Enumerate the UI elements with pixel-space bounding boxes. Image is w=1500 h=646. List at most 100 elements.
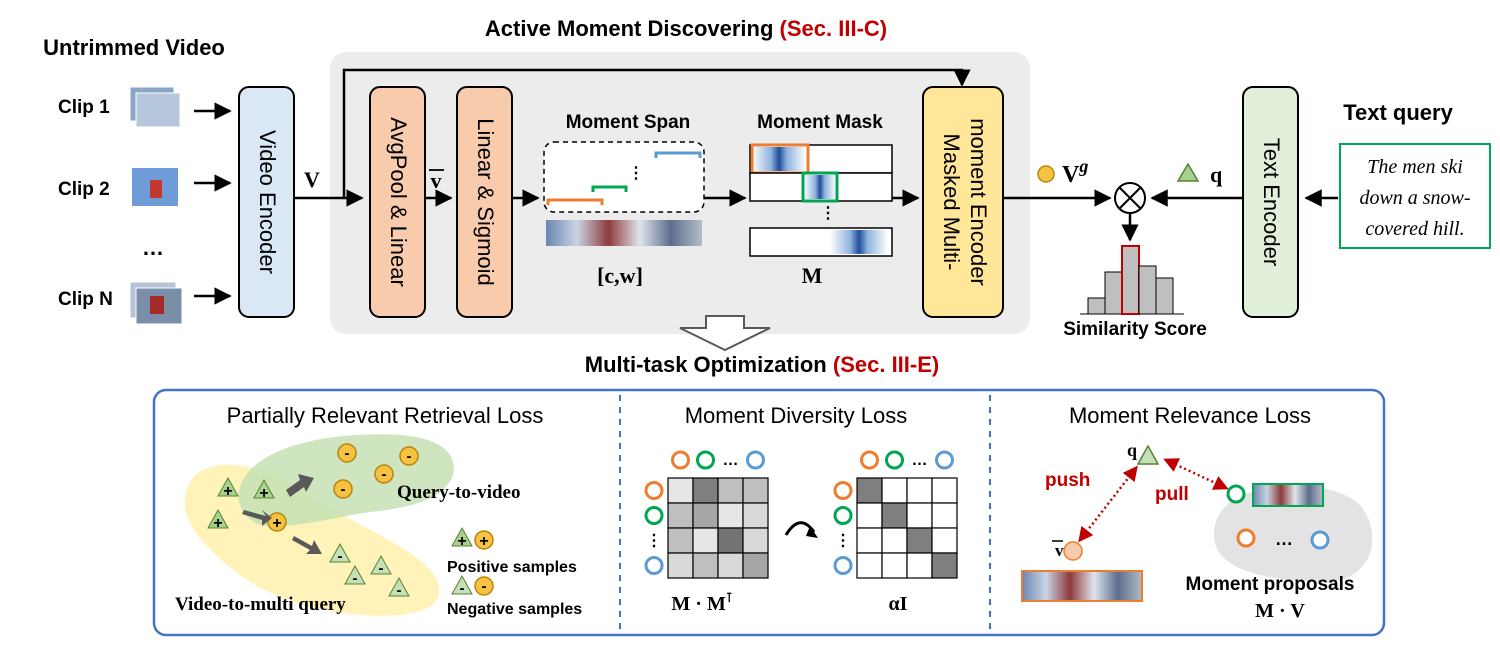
positive-query-icons: + + + <box>207 476 275 532</box>
relevance-loss-title: Moment Relevance Loss <box>1069 403 1311 428</box>
matrix-cell <box>667 527 694 554</box>
legend-negative: - - Negative samples <box>447 574 582 618</box>
symbol-Vg: Vg <box>1062 156 1088 188</box>
matrix-column-dots: … <box>912 452 928 469</box>
proposal-dots: … <box>1275 529 1293 549</box>
down-arrow-icon <box>679 315 771 352</box>
matrix-cell <box>881 527 908 554</box>
masked-encoder-block <box>922 86 1004 318</box>
matrix-cell <box>856 477 883 504</box>
clip-2-skier <box>150 180 162 198</box>
vbar-circle-icon <box>1063 541 1083 561</box>
clip-1: Clip 1 <box>58 86 232 128</box>
video-to-multi-query-label: Video-to-multi query <box>175 594 346 615</box>
matrix-cell <box>906 527 933 554</box>
svg-text:-: - <box>407 448 412 465</box>
span-green <box>591 185 628 192</box>
matrix-column-circle-icon <box>696 450 715 470</box>
vbar-filmstrip <box>1021 570 1143 602</box>
text-encoder-label: Text Encoder <box>1259 138 1284 266</box>
matrix-cell <box>667 477 694 504</box>
text-query-line-3: covered hill. <box>1365 218 1464 240</box>
prr-loss-title: Partially Relevant Retrieval Loss <box>227 403 544 428</box>
top-section-title: Active Moment Discovering (Sec. III-C) <box>485 16 887 41</box>
matrix-cell <box>881 477 908 504</box>
symbol-V: V <box>304 167 320 192</box>
proposal-filmstrip <box>1252 483 1324 507</box>
gray-arrows <box>242 474 322 554</box>
matrix-cell <box>856 502 883 529</box>
svg-text:-: - <box>482 578 487 595</box>
svg-text:-: - <box>345 445 350 462</box>
symbol-M: M <box>802 263 823 288</box>
text-query-line-1: The men ski <box>1367 156 1463 178</box>
matrix-cell <box>692 552 719 579</box>
negative-video-icons: - - - - <box>333 443 419 499</box>
query-to-video-label: Query-to-video <box>397 482 520 503</box>
matrix-row-circle-icon <box>833 481 853 500</box>
span-dots: ⋮ <box>628 165 644 182</box>
matrix-cell <box>931 502 958 529</box>
alpha-identity-matrix: …⋮ <box>833 450 958 579</box>
hist-bar <box>1087 297 1106 315</box>
moment-span-title: Moment Span <box>566 112 691 133</box>
matrix-cell <box>667 502 694 529</box>
svg-text:Clip 1: Clip 1 <box>58 97 110 118</box>
moment-mask-title: Moment Mask <box>757 112 883 133</box>
push-arrow <box>1078 465 1138 543</box>
push-label: push <box>1045 470 1090 491</box>
bottom-section-title: Multi-task Optimization (Sec. III-E) <box>585 352 939 377</box>
matrix-cell <box>717 502 744 529</box>
svg-text:+: + <box>457 533 466 550</box>
clip-ellipsis: … <box>142 235 164 260</box>
matrix-cell <box>717 527 744 554</box>
hist-bar-max <box>1121 245 1140 315</box>
matrix-cell <box>881 552 908 579</box>
matrix-cell <box>906 552 933 579</box>
text-encoder-block <box>1242 86 1299 318</box>
matrix-cell <box>742 527 769 554</box>
masked-encoder-label-2: moment Encoder <box>966 118 991 286</box>
video-encoder-label: Video Encoder <box>255 130 280 274</box>
relevance-vbar-symbol: v <box>1055 541 1064 560</box>
clip-2: Clip 2 <box>58 168 232 206</box>
matrix-cell <box>931 477 958 504</box>
matrix-row-circle-icon <box>644 506 664 525</box>
matrix-column-dots: … <box>723 452 739 469</box>
svg-text:Positive samples: Positive samples <box>447 559 577 576</box>
avgpool-linear-block <box>369 86 426 318</box>
matrix-cell <box>931 527 958 554</box>
matrix-cell <box>717 552 744 579</box>
matrix-cell <box>856 552 883 579</box>
symbol-q: q <box>1210 162 1223 187</box>
matrix-row-circle-icon <box>833 556 853 575</box>
moment-span-box <box>543 141 705 213</box>
matrix-row-circle-icon <box>833 506 853 525</box>
svg-text:Clip 2: Clip 2 <box>58 179 110 200</box>
matrix-column-circle-icon <box>671 450 690 470</box>
matrix-column-circle-icon <box>885 450 904 470</box>
pull-label: pull <box>1155 484 1189 505</box>
untrimmed-video-title: Untrimmed Video <box>43 35 225 60</box>
pull-arrow <box>1163 458 1229 490</box>
positive-video-icon <box>267 512 287 532</box>
vg-circle-icon <box>1037 165 1055 183</box>
video-encoder-block <box>238 86 295 318</box>
diversity-loss-title: Moment Diversity Loss <box>685 403 908 428</box>
svg-text:-: - <box>382 466 387 483</box>
similarity-histogram <box>1080 245 1184 315</box>
svg-text:+: + <box>213 515 222 532</box>
proposal-orange-circle-icon <box>1236 528 1256 548</box>
skip-connection-arrow <box>342 68 971 198</box>
avgpool-linear-label: AvgPool & Linear <box>386 117 411 287</box>
svg-text:+: + <box>223 483 232 500</box>
hist-bar <box>1138 265 1157 315</box>
hist-bar <box>1104 271 1123 315</box>
matrix-cell <box>667 552 694 579</box>
masked-encoder-label-1: Masked Multi- <box>939 134 964 271</box>
matrix-cell <box>931 552 958 579</box>
matrix-cell <box>906 477 933 504</box>
span-filmstrip <box>546 220 702 246</box>
svg-text:-: - <box>341 481 346 498</box>
text-query-title: Text query <box>1343 100 1453 125</box>
